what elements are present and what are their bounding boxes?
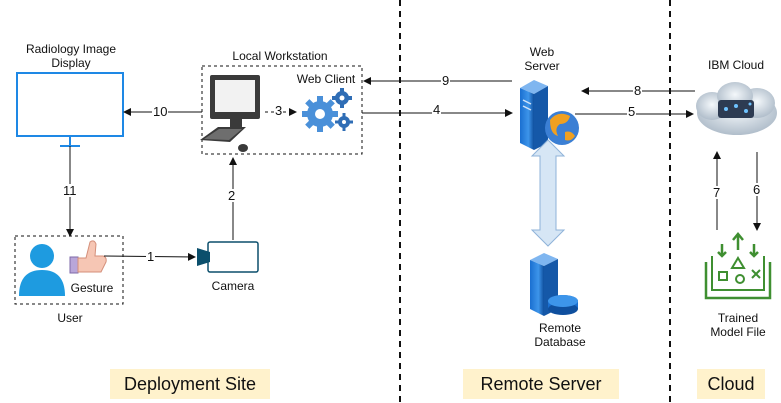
user-label: User: [57, 311, 83, 325]
person-icon: [19, 244, 65, 296]
radiology-display: [16, 72, 124, 137]
radiology-display-label: Radiology Image Display: [25, 42, 117, 70]
camera-icon: [197, 241, 259, 273]
edge-label-11: 11: [62, 183, 78, 198]
zone-remote-server: Remote Server: [463, 369, 619, 399]
ibm-cloud-label: IBM Cloud: [707, 58, 765, 72]
server-icon: [520, 80, 579, 150]
edge-label-5: 5: [627, 104, 637, 119]
edge-label-3: 3: [274, 103, 284, 118]
local-workstation-label: Local Workstation: [232, 49, 328, 63]
server-database-link: [530, 139, 566, 247]
edge-label-2: 2: [227, 188, 237, 203]
edge-label-1: 1: [146, 249, 156, 264]
camera-label: Camera: [211, 279, 255, 293]
trained-model-icon: [704, 232, 772, 300]
zone-deployment-site: Deployment Site: [110, 369, 270, 399]
web-client-label: Web Client: [296, 72, 356, 86]
edge-label-6: 6: [752, 182, 762, 197]
trained-model-label: Trained Model File: [710, 311, 766, 339]
remote-database-label: Remote Database: [534, 321, 586, 349]
edge-label-7: 7: [712, 185, 722, 200]
edge-label-9: 9: [441, 73, 451, 88]
gears-icon: [302, 88, 353, 132]
zone-cloud: Cloud: [697, 369, 765, 399]
local-workstation-box: [201, 65, 363, 155]
edge-label-4: 4: [432, 102, 442, 117]
edge-label-10: 10: [152, 104, 169, 119]
cloud-icon: [696, 82, 777, 135]
edge-label-8: 8: [633, 83, 643, 98]
monitor-keyboard-mouse-icon: [200, 75, 260, 152]
web-server-label: Web Server: [524, 45, 560, 73]
thumbs-up-icon: [69, 240, 107, 274]
database-server-icon: [530, 253, 578, 316]
gesture-label: Gesture: [70, 281, 114, 295]
